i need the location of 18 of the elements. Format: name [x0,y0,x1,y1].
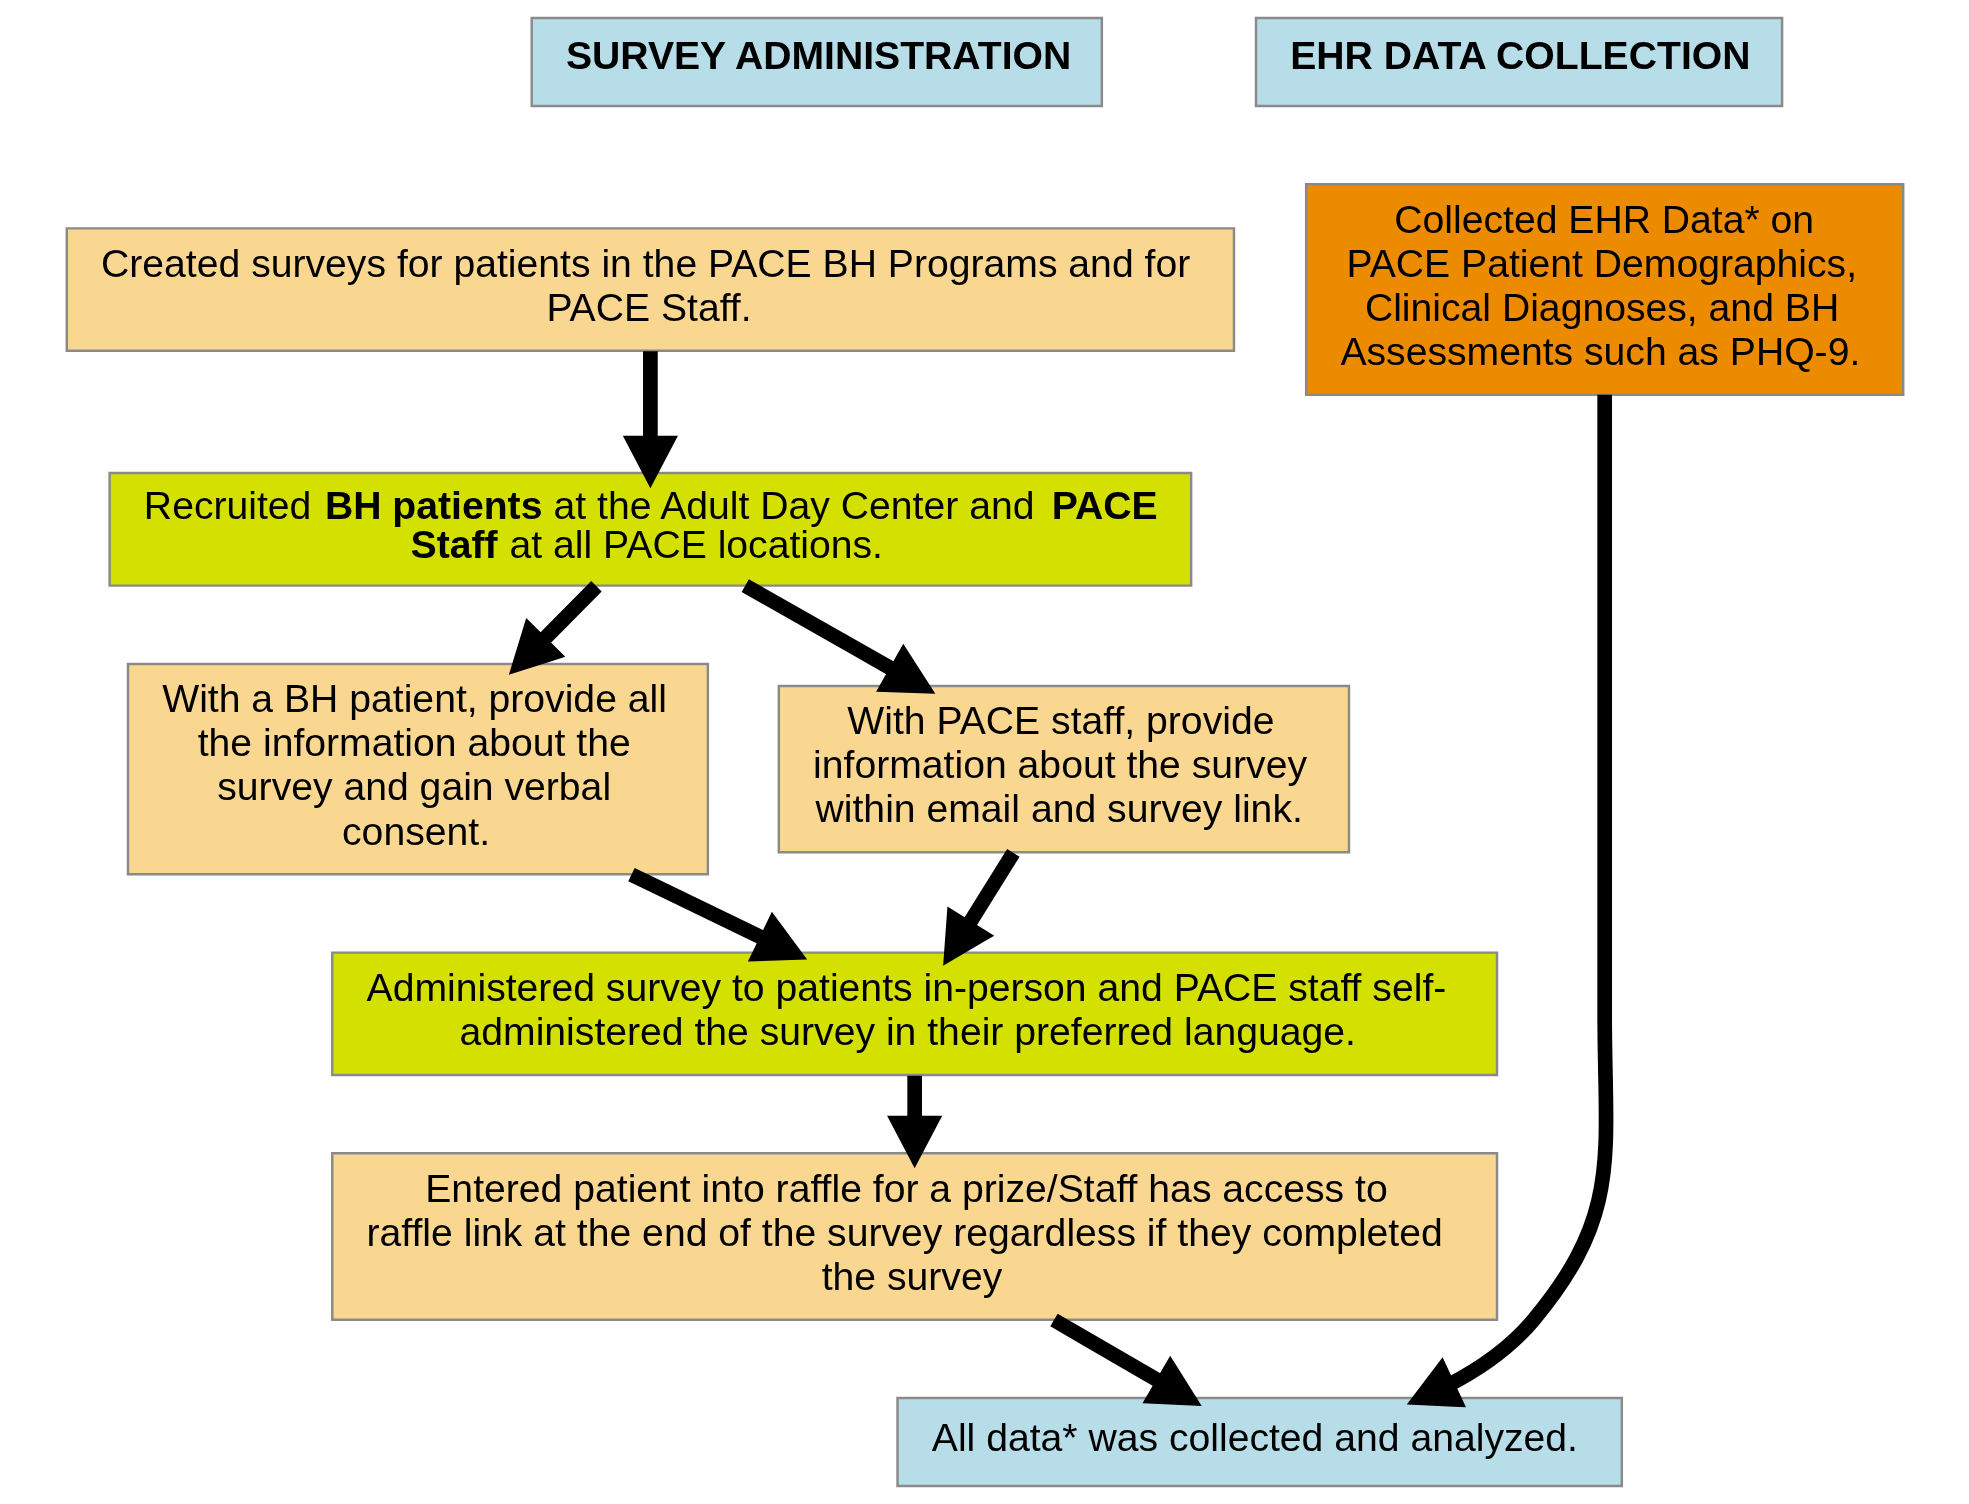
arrow [1406,394,1613,1408]
node-box: Administered survey to patients in-person and PACE staff self-administered the survey in their preferred language. [330,951,1498,1077]
node-box: With a BH patient, provide all the information about the survey and gain verbal consent. [126,662,709,876]
arrow [942,848,1020,966]
node-box: Created surveys for patients in the PACE BH Programs and for PACE Staff. [65,227,1235,352]
arrow [886,1075,942,1169]
node-box: EHR DATA COLLECTION [1254,16,1783,108]
node-box: With PACE staff, provide information about the survey within email and survey link. [777,684,1350,854]
arrow [508,581,602,675]
node-box: SURVEY ADMINISTRATION [530,16,1103,108]
arrow [627,868,807,962]
node-box: Entered patient into raffle for a prize/Staff has access to raffle link at the end of the survey regardless if they completed the survey [330,1152,1498,1321]
arrow [741,579,935,694]
arrow [1049,1313,1202,1406]
node-box: All data* was collected and analyzed. [895,1396,1623,1488]
node-box: Collected EHR Data* on PACE Patient Demographics, Clinical Diagnoses, and BH Assessments such as PHQ-9. [1304,183,1904,396]
arrow [622,351,678,489]
node-box: Recruited BH patients at the Adult Day Center and PACE Staff at all PACE locations. [107,471,1192,587]
